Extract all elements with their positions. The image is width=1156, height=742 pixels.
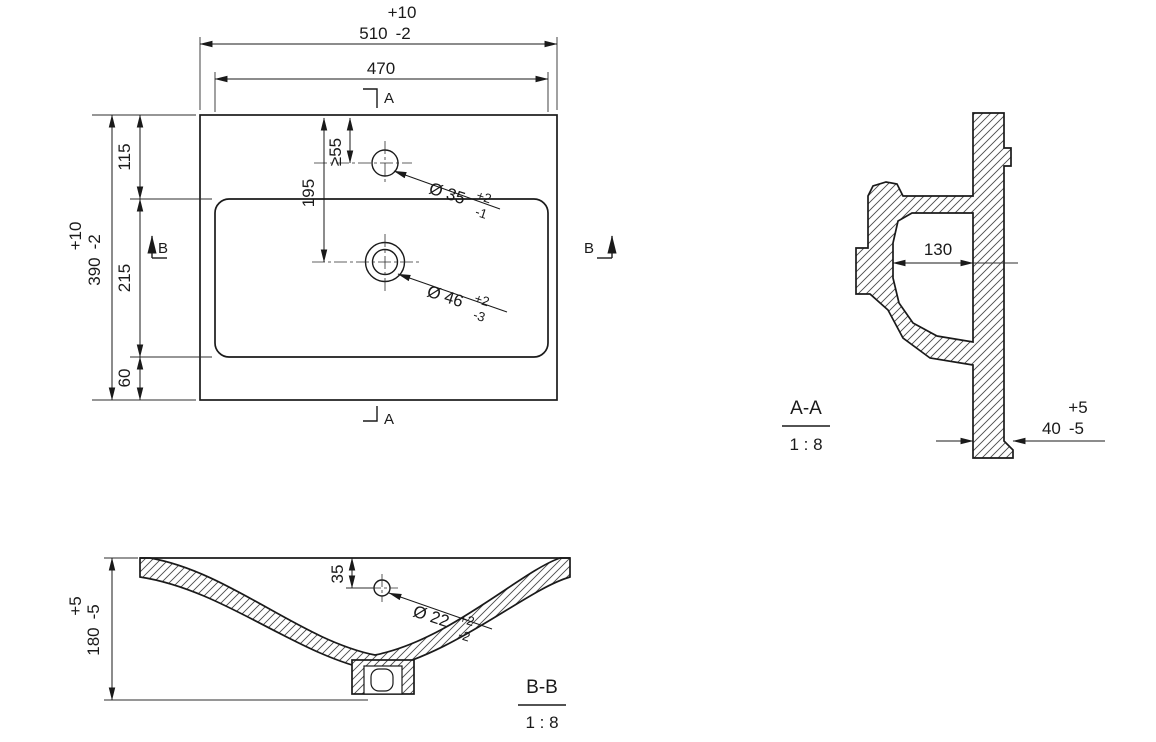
faucet-hole-tol-minus: -1 <box>473 204 489 222</box>
dim-min55-group: ≥55 <box>326 117 354 166</box>
section-marker-b-left: B <box>147 235 168 259</box>
drain-hole-tol-minus: -3 <box>471 307 487 325</box>
dim-470-group: 470 <box>214 59 549 112</box>
dim-510-value: 510-2 <box>359 24 411 43</box>
section-aa-title-group: A-A 1 : 8 <box>782 398 830 454</box>
section-aa-cut-body <box>855 112 1014 459</box>
drain-boss <box>351 659 415 695</box>
section-bb-view: Ø 22 +2 -2 +5 180-5 35 B-B 1 : 8 <box>66 557 571 732</box>
section-marker-a-top: A <box>363 88 394 108</box>
dim-35-group: 35 <box>328 557 374 589</box>
section-cut-bracket <box>363 406 378 422</box>
leader-line <box>393 170 501 210</box>
dim-115-value: 115 <box>115 143 134 170</box>
section-bb-title: B-B <box>526 677 558 698</box>
leader-line <box>397 273 508 313</box>
leader-line <box>388 592 493 630</box>
drain-opening <box>370 668 394 692</box>
dim-215-value: 215 <box>115 264 134 292</box>
section-cut-bracket <box>363 88 378 108</box>
dim-470-value: 470 <box>367 59 395 78</box>
section-letter-b: B <box>584 240 594 257</box>
dim-390-group: +10 390-2 <box>66 114 196 401</box>
dim-195-group: 195 <box>299 117 328 263</box>
section-bb-scale: 1 : 8 <box>525 713 558 732</box>
dim-60-value: 60 <box>115 369 134 388</box>
dim-40-tol-plus: +5 <box>1068 398 1087 417</box>
overflow-hole-tol-plus: +2 <box>458 610 477 629</box>
dim-180-tol-plus: +5 <box>66 596 85 615</box>
section-letter-b: B <box>158 240 168 257</box>
section-aa-view: 130 +5 40-5 A-A 1 : 8 <box>782 112 1105 459</box>
basin-outer-outline <box>199 114 558 401</box>
dim-40-value: 40-5 <box>1042 419 1084 438</box>
basin-bowl-outline <box>214 198 549 358</box>
dim-510-tol-plus: +10 <box>388 3 417 22</box>
dim-195-value: 195 <box>299 179 318 207</box>
dim-180-value: 180-5 <box>84 604 103 656</box>
dim-390-tol-plus: +10 <box>66 222 85 251</box>
section-aa-scale: 1 : 8 <box>789 435 822 454</box>
section-marker-a-bottom: A <box>363 406 394 428</box>
dim-180-group: +5 180-5 <box>66 557 368 701</box>
dim-130-group: 130 <box>892 240 1018 267</box>
dim-130-value: 130 <box>924 240 952 259</box>
dim-390-value: 390-2 <box>85 234 104 286</box>
dim-35-value: 35 <box>328 565 347 584</box>
dim-chain-group: 115 215 60 <box>115 114 212 401</box>
section-letter-a: A <box>384 411 394 428</box>
plan-view: +10 510-2 470 +10 390-2 115 215 6 <box>66 3 617 428</box>
section-bb-title-group: B-B 1 : 8 <box>518 677 566 732</box>
faucet-hole-tol-plus: +2 <box>475 188 494 207</box>
section-marker-b-right: B <box>584 235 617 259</box>
dim-510-group: +10 510-2 <box>199 3 558 110</box>
plan-outline <box>199 114 558 401</box>
drain-channel <box>363 665 403 695</box>
drain-hole-tol-plus: +2 <box>473 291 492 310</box>
section-aa-title: A-A <box>790 398 822 419</box>
section-bb-cut-body <box>139 557 571 672</box>
dim-40-group: +5 40-5 <box>936 398 1105 445</box>
dim-min55-value: ≥55 <box>326 138 345 166</box>
overflow-hole-tol-minus: -2 <box>456 627 472 645</box>
section-letter-a: A <box>384 90 394 107</box>
